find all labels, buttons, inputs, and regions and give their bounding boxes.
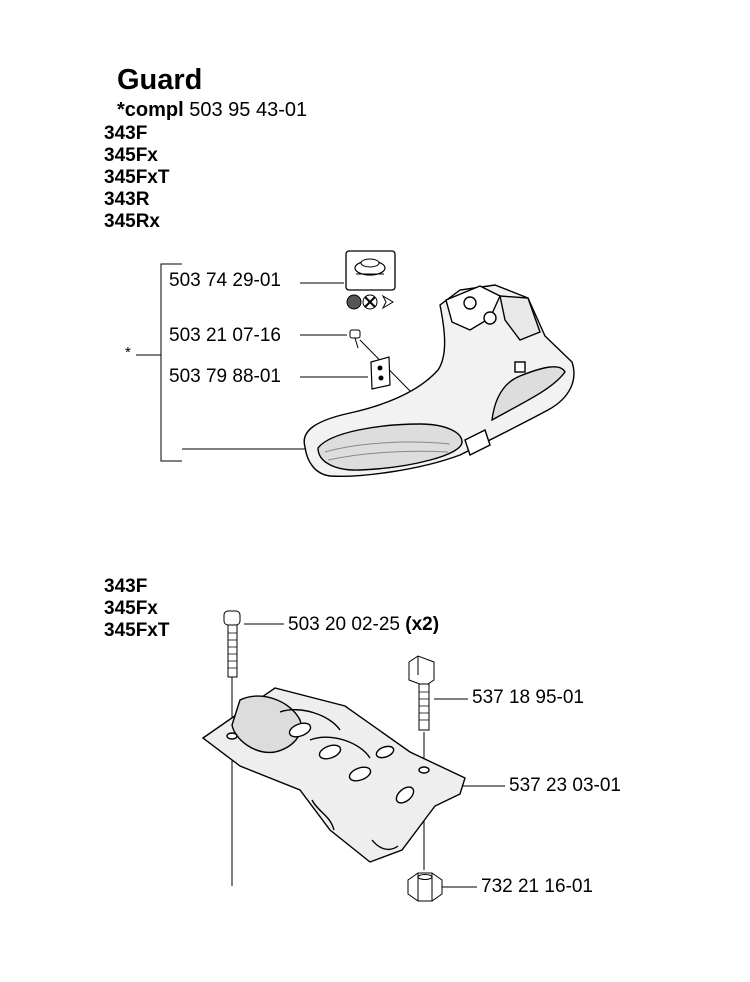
part-number: 503 20 02-25 <box>288 614 400 635</box>
page-title: Guard <box>117 64 203 96</box>
quantity-label: (x2) <box>405 614 440 635</box>
model-label: 343R <box>104 189 150 210</box>
model-label: 345FxT <box>104 167 170 188</box>
compl-part-number: 503 95 43-01 <box>189 99 308 121</box>
model-label: 343F <box>104 123 148 144</box>
model-list-1: 343F 345Fx 345FxT 343R 345Rx <box>104 123 169 233</box>
bolt-icon <box>408 655 435 731</box>
trimmer-head-icon <box>345 250 396 310</box>
part-number-label: 503 21 07-16 <box>169 325 281 346</box>
part-number-label: 503 74 29-01 <box>169 270 281 291</box>
model-list-2: 343F 345Fx 345FxT <box>104 576 169 642</box>
compl-prefix: *compl <box>117 99 184 121</box>
complete-assembly-label: *compl 503 95 43-01 <box>117 99 307 122</box>
part-number-label: 732 21 16-01 <box>481 876 593 897</box>
line-cutter-blade-icon <box>370 356 391 390</box>
model-label: 345Rx <box>104 211 160 232</box>
part-number-label: 537 23 03-01 <box>509 775 621 796</box>
trimmer-guard-illustration <box>303 284 575 477</box>
part-number-label: 537 18 95-01 <box>472 687 584 708</box>
heat-shield-illustration <box>201 687 466 863</box>
model-label: 345FxT <box>104 620 170 641</box>
part-number-label: 503 79 88-01 <box>169 366 281 387</box>
nut-icon <box>407 872 443 902</box>
assembly-bracket <box>160 263 182 462</box>
part-number-label: 503 20 02-25 (x2) <box>288 614 439 636</box>
model-label: 345Fx <box>104 145 158 166</box>
screw-icon <box>349 329 361 349</box>
model-label: 343F <box>104 576 148 597</box>
assembly-star-marker: * <box>125 344 131 361</box>
bolt-icon <box>223 610 241 678</box>
model-label: 345Fx <box>104 598 158 619</box>
